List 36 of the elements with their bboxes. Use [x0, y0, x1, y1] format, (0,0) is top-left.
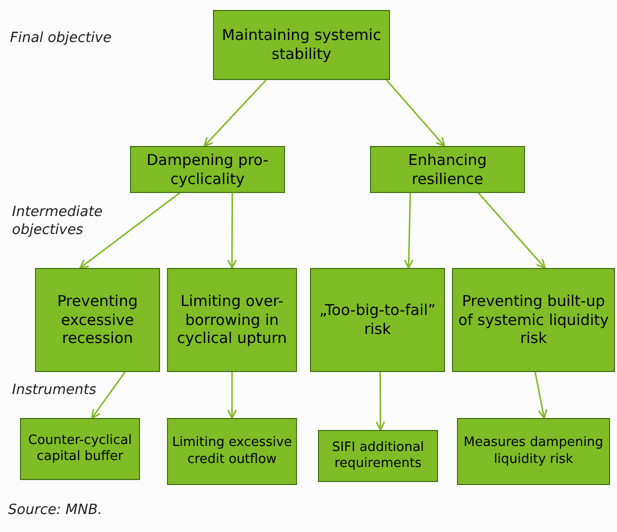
objective-box [452, 268, 615, 372]
objective-box [457, 418, 610, 485]
arrow [376, 372, 386, 431]
level-label: Final objective [10, 30, 112, 48]
objective-box [167, 418, 297, 485]
arrow [204, 79, 267, 147]
box-text: Maintaining systemic stability [220, 26, 382, 64]
level-label: Instruments [12, 382, 96, 400]
box-text: Limiting excessive credit outflow [172, 435, 292, 468]
arrow [227, 372, 237, 419]
arrow [478, 192, 546, 269]
box-text: Dampening pro-cyclicality [146, 150, 270, 188]
objective-box [35, 268, 160, 372]
level-label: Intermediate objectives [12, 204, 104, 239]
arrow [227, 193, 237, 269]
objective-box [167, 268, 297, 372]
box-text: Preventing excessive recession [56, 292, 139, 348]
box-text: „Too-big-to-fail” risk [318, 301, 437, 339]
objective-box [130, 146, 285, 193]
arrow [386, 80, 446, 147]
box-text: Enhancing resilience [407, 150, 488, 188]
source-note: Source: MNB. [8, 501, 102, 520]
arrow [404, 192, 414, 269]
box-text: Measures dampening liquidity risk [462, 435, 604, 468]
box-text: Limiting over-borrowing in cyclical upturn [176, 292, 288, 348]
arrow [534, 372, 548, 419]
objective-box [213, 10, 390, 80]
objective-box [370, 146, 525, 193]
box-text: Counter-cyclical capital buffer [27, 432, 133, 466]
objective-box [20, 418, 140, 480]
arrow [91, 372, 126, 419]
objective-box [310, 268, 445, 372]
box-text: SIFI additional requirements [330, 440, 426, 472]
objective-box [318, 430, 438, 482]
box-text: Preventing built-up of systemic liquidity risk [457, 292, 610, 348]
arrow [79, 192, 180, 269]
